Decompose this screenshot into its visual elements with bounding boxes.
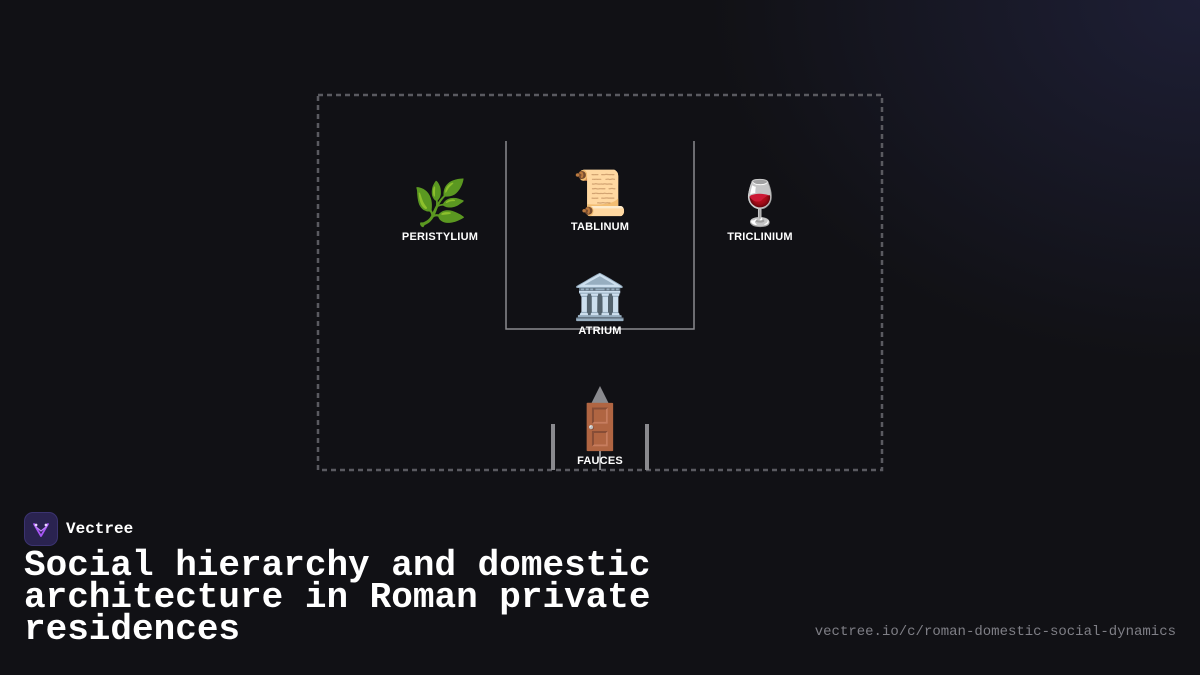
room-label: TRICLINIUM	[727, 231, 793, 243]
entrance-post-left	[551, 424, 555, 470]
room-fauces: 🚪 FAUCES	[540, 404, 660, 468]
scroll-icon: 📜	[572, 168, 628, 219]
brand: Vectree	[24, 512, 133, 546]
house-boundary	[316, 93, 884, 472]
brand-name: Vectree	[66, 520, 134, 538]
room-triclinium: 🍷 TRICLINIUM	[700, 180, 820, 244]
entrance-arrow-icon	[590, 386, 610, 406]
room-label: FAUCES	[577, 455, 623, 467]
plant-icon: 🌿	[412, 178, 468, 229]
classical-building-icon: 🏛️	[572, 272, 628, 323]
room-label: ATRIUM	[578, 325, 622, 337]
door-icon: 🚪	[572, 402, 628, 453]
vectree-logo-icon	[24, 512, 58, 546]
room-peristylium: 🌿 PERISTYLIUM	[380, 180, 500, 244]
room-label: PERISTYLIUM	[401, 231, 479, 243]
room-label: TABLINUM	[570, 221, 630, 233]
entrance-post-right	[645, 424, 649, 470]
source-url: vectree.io/c/roman-domestic-social-dynam…	[814, 624, 1176, 640]
room-tablinum: 📜 TABLINUM	[540, 170, 660, 234]
central-hall-walls	[505, 141, 695, 330]
page-title: Social hierarchy and domestic architectu…	[24, 545, 651, 650]
wine-glass-icon: 🍷	[732, 178, 788, 229]
room-atrium: 🏛️ ATRIUM	[540, 274, 660, 338]
